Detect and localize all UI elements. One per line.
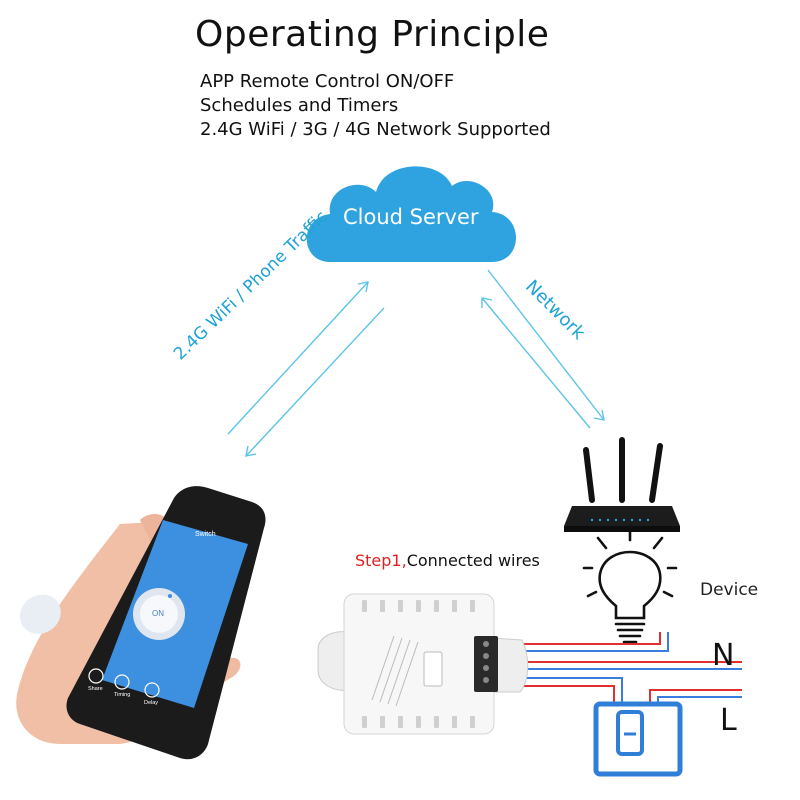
app-delay-button[interactable]: Delay (144, 700, 158, 706)
wall-switch-icon (596, 704, 680, 774)
app-share-button[interactable]: Share (88, 686, 103, 692)
cloud-server-label: Cloud Server (343, 205, 479, 229)
step-caption: Step1,Connected wires (355, 551, 540, 570)
smart-switch-module (318, 594, 528, 734)
live-label: L (720, 703, 737, 738)
router-icon (564, 440, 680, 532)
phone-cloud-arrows (228, 282, 384, 456)
neutral-label: N (712, 638, 734, 673)
app-timing-button[interactable]: Timing (114, 692, 130, 698)
step-text: Connected wires (407, 551, 540, 570)
app-on-button[interactable]: ON (152, 609, 164, 618)
light-bulb-icon (584, 526, 676, 642)
device-label: Device (700, 580, 758, 600)
app-screen-title: Switch (195, 531, 216, 538)
step-number: Step1, (355, 551, 407, 570)
